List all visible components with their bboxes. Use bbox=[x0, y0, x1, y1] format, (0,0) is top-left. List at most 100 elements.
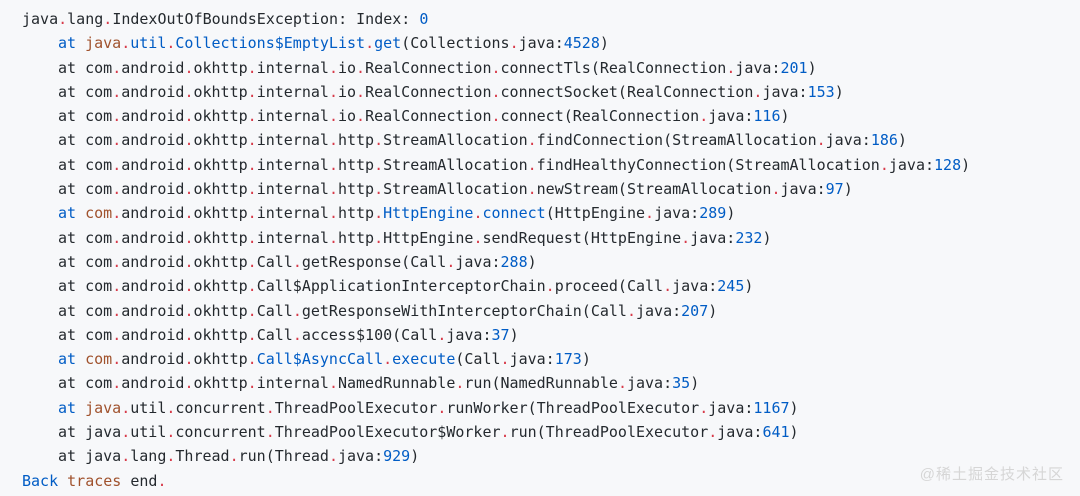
stack-token: okhttp bbox=[193, 277, 248, 296]
stack-token: . bbox=[247, 374, 257, 393]
stack-token: at com bbox=[58, 107, 113, 126]
stack-token: . bbox=[292, 325, 302, 344]
stack-token: . bbox=[374, 228, 384, 247]
stack-token: at com bbox=[58, 277, 113, 296]
stack-token: at com bbox=[58, 252, 113, 271]
stack-token: io bbox=[337, 58, 357, 77]
stack-token: . bbox=[328, 374, 338, 393]
stack-token: java: bbox=[626, 374, 673, 393]
stack-token: . bbox=[247, 131, 257, 150]
stack-token: 4528 bbox=[563, 34, 600, 53]
stack-token: . bbox=[265, 423, 275, 442]
stack-token: at com bbox=[58, 82, 113, 101]
stack-token: java: bbox=[509, 350, 555, 369]
stack-token: java bbox=[85, 398, 122, 417]
stack-token: . bbox=[491, 107, 501, 126]
stack-token: at bbox=[58, 204, 77, 223]
stack-token: . bbox=[328, 228, 338, 247]
stack-token: java bbox=[85, 34, 122, 53]
stack-token: . bbox=[545, 277, 555, 296]
stack-line: Back traces end. bbox=[22, 469, 1080, 493]
stack-token: . bbox=[626, 301, 636, 320]
stack-token: . bbox=[455, 374, 465, 393]
stack-token: . bbox=[184, 107, 194, 126]
stack-token: okhttp bbox=[193, 58, 248, 77]
stack-token: . bbox=[112, 228, 122, 247]
stack-token: Thread bbox=[175, 447, 230, 466]
stack-token: . bbox=[328, 82, 338, 101]
stack-token: ) bbox=[897, 131, 907, 150]
stack-token: util bbox=[130, 398, 167, 417]
stack-token: Call$AsyncCall bbox=[256, 350, 384, 369]
stack-token: . bbox=[121, 398, 131, 417]
stack-token: concurrent bbox=[175, 423, 266, 442]
stack-token: . bbox=[247, 58, 257, 77]
stack-token: at com bbox=[58, 180, 113, 199]
stack-token: internal bbox=[256, 131, 329, 150]
stack-token: 186 bbox=[870, 131, 898, 150]
stack-token: android bbox=[121, 131, 185, 150]
stack-token: . bbox=[527, 180, 537, 199]
stack-token: . bbox=[328, 131, 338, 150]
stack-token: java: bbox=[337, 447, 384, 466]
stack-token: . bbox=[437, 398, 447, 417]
stack-token: . bbox=[383, 350, 393, 369]
stack-token: . bbox=[247, 228, 257, 247]
stack-token: ) bbox=[780, 107, 790, 126]
stack-token: . bbox=[184, 204, 194, 223]
stack-token: 929 bbox=[383, 447, 411, 466]
stack-token: . bbox=[509, 34, 519, 53]
stack-line: at com.android.okhttp.internal.http.Http… bbox=[22, 201, 1080, 225]
stack-token: okhttp bbox=[193, 204, 248, 223]
stack-token: 245 bbox=[717, 277, 745, 296]
stack-token: . bbox=[166, 447, 176, 466]
stack-token: . bbox=[816, 131, 826, 150]
stack-token: ) bbox=[961, 155, 971, 174]
stack-token: 207 bbox=[681, 301, 709, 320]
stack-token: . bbox=[121, 423, 131, 442]
stack-token: internal bbox=[256, 228, 329, 247]
stack-token: 1167 bbox=[753, 398, 790, 417]
stack-token: IndexOutOfBoundsException: Index: bbox=[112, 10, 420, 28]
stack-token: android bbox=[121, 350, 185, 369]
stack-token: . bbox=[184, 131, 194, 150]
stack-token: (Call bbox=[455, 350, 501, 369]
stack-token: . bbox=[726, 58, 736, 77]
stack-line: at java.lang.Thread.run(Thread.java:929) bbox=[22, 444, 1080, 468]
stack-token: at com bbox=[58, 155, 113, 174]
stack-token: okhttp bbox=[193, 180, 248, 199]
stack-token: . bbox=[184, 350, 194, 369]
stack-token: . bbox=[112, 252, 122, 271]
stack-token: . bbox=[184, 58, 194, 77]
stack-token: . bbox=[473, 228, 483, 247]
stack-token: Back bbox=[22, 471, 59, 490]
stack-token: runWorker(ThreadPoolExecutor bbox=[446, 398, 700, 417]
stack-token: . bbox=[112, 155, 122, 174]
stack-token: java: bbox=[888, 155, 935, 174]
stack-token: . bbox=[121, 34, 131, 53]
stack-token: . bbox=[328, 155, 338, 174]
stack-token: okhttp bbox=[193, 82, 248, 101]
stack-token: . bbox=[699, 398, 709, 417]
stack-token bbox=[58, 472, 67, 490]
stack-token: . bbox=[112, 131, 122, 150]
stack-token: 153 bbox=[807, 82, 835, 101]
stack-token: . bbox=[265, 398, 275, 417]
stack-token: java: bbox=[518, 34, 564, 53]
stack-line: java.lang.IndexOutOfBoundsException: Ind… bbox=[22, 7, 1080, 31]
stack-token: HttpEngine bbox=[383, 228, 474, 247]
stack-token: connect bbox=[482, 204, 546, 223]
stack-token: . bbox=[473, 204, 483, 223]
stack-token: . bbox=[663, 277, 673, 296]
stack-token: at com bbox=[58, 374, 113, 393]
stack-token: okhttp bbox=[193, 252, 248, 271]
stack-line: at com.android.okhttp.Call.getResponseWi… bbox=[22, 299, 1080, 323]
stack-token: . bbox=[374, 180, 384, 199]
stack-token: findConnection(StreamAllocation bbox=[536, 131, 817, 150]
stack-token: . bbox=[527, 131, 537, 150]
stack-token: at bbox=[58, 34, 77, 53]
stack-token: okhttp bbox=[193, 131, 248, 150]
stack-token: StreamAllocation bbox=[383, 155, 528, 174]
stack-line: at com.android.okhttp.internal.NamedRunn… bbox=[22, 371, 1080, 395]
